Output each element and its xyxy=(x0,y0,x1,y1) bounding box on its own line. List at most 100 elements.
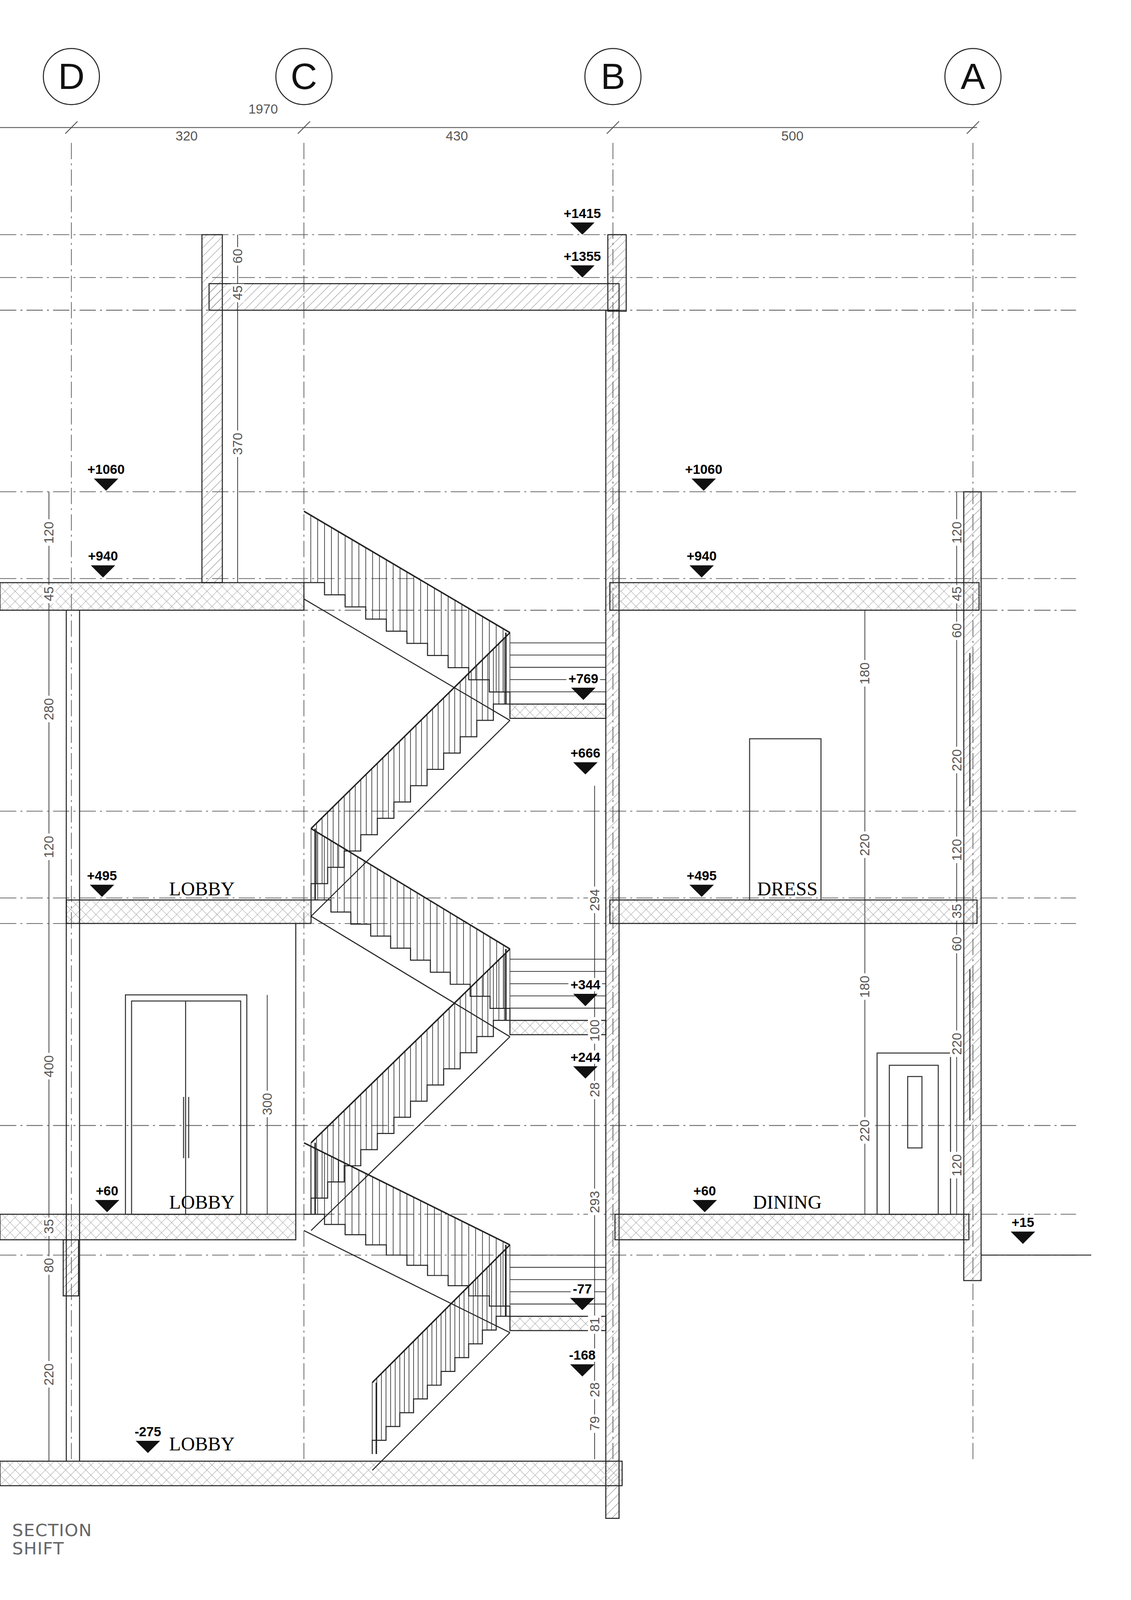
stair-part xyxy=(443,908,444,973)
stair-part xyxy=(351,539,353,608)
level-triangle xyxy=(570,265,595,278)
stair-part xyxy=(310,1142,312,1199)
stair-part xyxy=(471,670,472,737)
stair-part xyxy=(476,928,478,997)
stair-part xyxy=(324,1152,325,1215)
stair-part xyxy=(496,940,497,1009)
stair-part xyxy=(498,643,499,705)
level-markers xyxy=(89,222,1036,1453)
stair-part xyxy=(443,1013,444,1069)
dimension-text: 1970 xyxy=(246,102,281,116)
level-label: -168 xyxy=(566,1348,598,1362)
level-label: +1060 xyxy=(683,462,725,477)
stair-part xyxy=(440,1313,442,1371)
dimension-text: 220 xyxy=(42,1361,56,1388)
dimension-text: 80 xyxy=(42,1255,56,1275)
room-name: DINING xyxy=(750,1192,824,1212)
grid-letter: B xyxy=(600,58,626,96)
stair-part xyxy=(463,920,464,985)
dimension-text: 220 xyxy=(949,747,964,774)
level-triangle xyxy=(94,1199,120,1213)
stair-part xyxy=(366,1089,367,1150)
grid-bubble: C xyxy=(275,47,333,105)
stair-part xyxy=(360,779,361,835)
level-label: +940 xyxy=(86,549,120,563)
stair-part xyxy=(310,828,312,884)
stair-part xyxy=(422,1332,423,1400)
stair-part xyxy=(354,1099,356,1166)
stair-part xyxy=(509,1266,606,1268)
stair-part xyxy=(330,840,332,900)
stair-part xyxy=(377,762,378,819)
stair-part xyxy=(503,944,504,1009)
stair-part xyxy=(448,1007,450,1069)
level-label: +60 xyxy=(93,1183,121,1198)
dimension-text: 370 xyxy=(231,430,245,457)
dimension-text: 35 xyxy=(949,901,964,921)
dimension-text: 120 xyxy=(949,1151,964,1179)
dimension-text: 45 xyxy=(231,283,245,302)
stair-part xyxy=(423,896,425,960)
stair-part xyxy=(476,665,478,721)
stair-part xyxy=(413,1197,415,1266)
stair-part xyxy=(378,555,380,619)
level-label: +495 xyxy=(84,868,119,882)
level-label: +769 xyxy=(566,671,601,685)
stair-part xyxy=(316,1137,317,1199)
dimension-text: 320 xyxy=(173,129,200,143)
stair-part xyxy=(350,852,352,912)
level-label: +1415 xyxy=(561,206,604,220)
level-triangle xyxy=(1010,1231,1036,1244)
stair-part xyxy=(440,1210,442,1276)
stair-part xyxy=(311,720,510,917)
stair-part xyxy=(363,860,365,924)
level-label: +60 xyxy=(691,1183,718,1198)
level-label: +495 xyxy=(684,868,719,882)
stair-part xyxy=(427,1203,428,1266)
stair-part xyxy=(420,580,421,644)
stair-part xyxy=(443,697,444,753)
dimension-text: 28 xyxy=(587,1380,602,1399)
stair-part xyxy=(447,1214,449,1276)
stair-part xyxy=(488,1234,490,1296)
level-triangle xyxy=(689,565,715,578)
dimension-text: 500 xyxy=(779,129,806,143)
stair-part xyxy=(327,1126,328,1182)
stair-part xyxy=(385,1183,387,1245)
stair-part xyxy=(408,1345,410,1413)
dimension-text: 28 xyxy=(587,1080,602,1100)
level-triangle xyxy=(691,478,716,491)
stair-part xyxy=(482,975,483,1037)
level-label: +344 xyxy=(568,977,602,991)
title-stamp: SECTION xyxy=(10,1521,94,1540)
stair-part xyxy=(487,654,488,721)
stair-part xyxy=(502,1241,504,1307)
stair-part xyxy=(492,648,494,705)
stair-part xyxy=(349,790,350,851)
stair-part xyxy=(495,1237,497,1306)
stair-part xyxy=(393,1062,395,1118)
stair-part xyxy=(354,784,356,851)
dimension-text: 180 xyxy=(858,973,872,1001)
stair-part xyxy=(509,949,510,1009)
stair-part xyxy=(509,958,606,960)
stair-part xyxy=(337,844,338,913)
dimension-text: 400 xyxy=(42,1053,56,1080)
stair-part xyxy=(365,1173,366,1235)
stair-part xyxy=(311,1036,510,1231)
stair-part xyxy=(509,1303,606,1305)
dimension-text: 280 xyxy=(42,695,56,723)
stair-part xyxy=(371,768,373,835)
stair-part xyxy=(459,1295,460,1358)
dimension-text: 60 xyxy=(949,621,964,640)
level-label: -275 xyxy=(132,1424,164,1438)
level-triangle xyxy=(570,687,596,701)
dimension-text: 430 xyxy=(443,129,470,143)
stair-part xyxy=(385,559,387,619)
stair-part xyxy=(509,654,606,656)
stair-part xyxy=(509,1254,606,1256)
stair-part xyxy=(461,1220,462,1286)
stair-part xyxy=(343,1110,345,1166)
stair-part xyxy=(382,1072,384,1134)
stair-part xyxy=(399,1354,400,1413)
